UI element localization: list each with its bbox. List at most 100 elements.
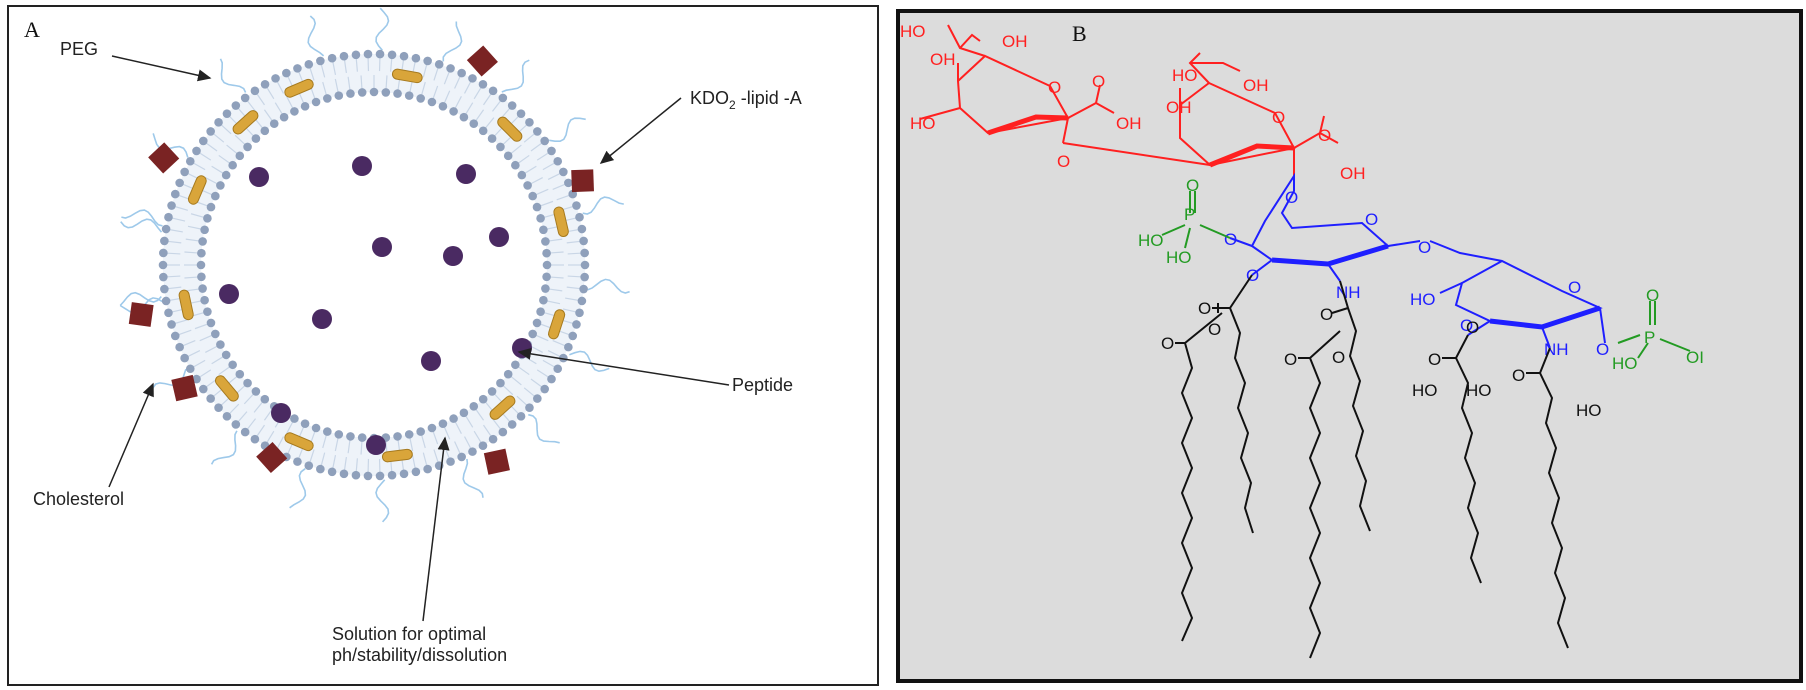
lipid-head-outer — [564, 178, 573, 188]
lipid-tail — [523, 132, 537, 143]
peg-chain — [219, 58, 247, 93]
lipid-head-outer — [175, 342, 184, 352]
lipid-head-inner — [221, 350, 231, 360]
lipid-head-outer — [363, 49, 373, 59]
lipid-head-outer — [399, 469, 409, 479]
svg-text:O: O — [1332, 348, 1345, 367]
peptide-label: Peptide — [732, 375, 793, 395]
lipid-tail — [211, 355, 225, 365]
lipid-head-inner — [369, 87, 379, 97]
lipid-tail — [491, 418, 503, 431]
lipid-head-outer — [575, 212, 584, 222]
lipid-tail — [173, 319, 189, 325]
lipid-tail — [227, 403, 240, 416]
lipid-bilayer — [158, 49, 590, 481]
lipid-head-outer — [533, 394, 542, 403]
svg-text:HO: HO — [1138, 231, 1164, 250]
lipid-head-outer — [572, 201, 581, 210]
lipid-tail — [320, 62, 326, 78]
peg-chain — [121, 209, 163, 227]
lipid-head-outer — [488, 434, 498, 444]
lipid-tail — [548, 276, 564, 279]
lipid-tail — [464, 102, 474, 116]
cholesterol-capsule — [553, 206, 569, 238]
lipid-tail — [275, 436, 284, 451]
lipid-head-inner — [235, 369, 245, 379]
lipid-tail — [184, 276, 200, 279]
kdo-arrow — [599, 97, 682, 164]
lipid-tail — [454, 74, 462, 89]
svg-text:O: O — [1318, 126, 1331, 145]
lipid-tail — [565, 297, 581, 302]
lipid-tail — [552, 183, 567, 191]
lipid-tail — [194, 323, 210, 330]
cholesterol-capsule — [391, 68, 423, 84]
lipid-tail — [542, 359, 557, 369]
lipid-head-outer — [167, 201, 176, 210]
lipid-head-inner — [542, 260, 552, 270]
peptide-dot — [312, 309, 332, 329]
lipid-tail — [516, 154, 530, 165]
lipid-tail — [218, 154, 232, 165]
lipid-tail — [548, 251, 564, 254]
peptide-dot — [271, 403, 291, 423]
lipid-head-outer — [575, 308, 584, 318]
lipid-tail — [483, 424, 493, 438]
lipid-head-inner — [216, 181, 225, 190]
svg-text:HO: HO — [1612, 354, 1638, 373]
cholesterol-capsule — [214, 375, 239, 402]
lipid-tail — [322, 433, 328, 449]
lipid-head-inner — [198, 237, 207, 246]
peg-chain — [569, 350, 610, 373]
lipid-tail — [219, 123, 232, 135]
lipid-head-inner — [381, 88, 391, 97]
lipid-tail — [187, 225, 203, 230]
lipid-head-outer — [553, 156, 563, 166]
lipid-head-inner — [203, 307, 212, 316]
kdo2-lipid-a-square — [148, 142, 180, 174]
lipid-tail — [245, 99, 257, 112]
svg-text:O: O — [1161, 334, 1174, 353]
peptide-dot — [372, 237, 392, 257]
lipid-head-outer — [457, 452, 466, 462]
lipid-head-outer — [579, 236, 588, 246]
lipid-head-outer — [293, 457, 302, 466]
lipid-tail — [500, 106, 512, 119]
lipid-head-outer — [175, 178, 184, 188]
lipid-tail — [320, 452, 326, 468]
lipid-head-outer — [339, 469, 349, 479]
peg-chain — [307, 15, 325, 57]
peptide-dot — [366, 435, 386, 455]
lipid-head-outer — [160, 236, 169, 246]
svg-text:HO: HO — [1466, 381, 1492, 400]
lipid-head-outer — [540, 136, 550, 146]
lipid-tail — [547, 288, 563, 292]
svg-text:O: O — [1272, 108, 1285, 127]
lipid-tail — [523, 387, 537, 398]
lipid-tail — [331, 60, 337, 75]
lipid-tail — [552, 339, 567, 347]
lipid-head-outer — [160, 284, 169, 294]
lipid-tail — [562, 308, 578, 313]
lipid-head-outer — [525, 118, 534, 127]
lipid-head-outer — [192, 146, 201, 156]
glucosamine-backbone — [1229, 172, 1606, 349]
lipid-tail — [355, 458, 358, 474]
kdo2-lipid-a-square — [171, 374, 198, 402]
lipid-head-outer — [304, 461, 314, 470]
lipid-tail — [181, 339, 196, 347]
lipid-head-inner — [290, 107, 299, 116]
peg-chain — [582, 196, 624, 215]
lipid-head-outer — [180, 353, 189, 363]
peg-chain — [587, 278, 630, 294]
lipid-head-inner — [300, 419, 310, 428]
peg-chain — [289, 468, 307, 509]
lipid-head-inner — [532, 318, 542, 328]
lipid-tail — [204, 141, 218, 152]
lipid-head-outer — [222, 412, 232, 421]
lipid-head-outer — [161, 224, 171, 234]
lipid-tail — [422, 62, 428, 78]
lipid-tail — [170, 217, 186, 222]
lipid-tail — [255, 92, 265, 106]
lipid-tail — [523, 165, 537, 175]
